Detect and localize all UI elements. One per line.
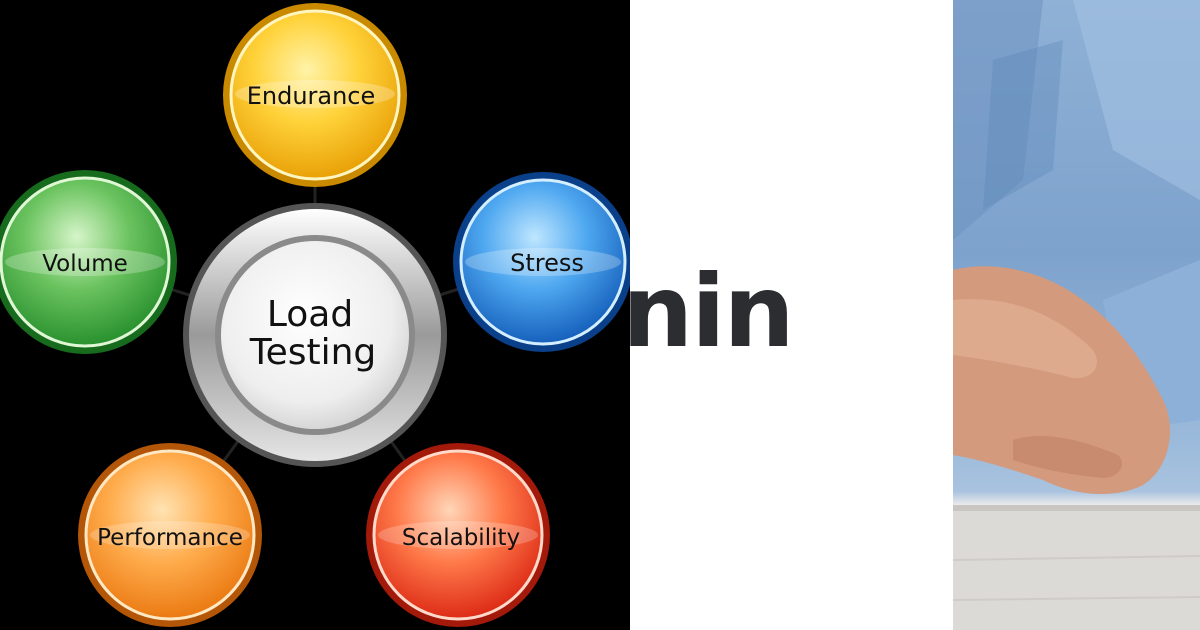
heading-panel: nin bbox=[630, 0, 953, 630]
load-testing-diagram: Endurance Stress Scalability Performance bbox=[0, 0, 630, 630]
diagram-canvas: Endurance Stress Scalability Performance bbox=[0, 3, 630, 627]
node-label-performance: Performance bbox=[97, 525, 243, 551]
center-label-line1: Load bbox=[267, 294, 353, 335]
hand-photo-illustration bbox=[953, 0, 1200, 630]
node-scalability: Scalability bbox=[366, 443, 550, 627]
node-endurance: Endurance bbox=[223, 3, 407, 187]
node-label-endurance: Endurance bbox=[247, 82, 376, 110]
center-label-line2: Testing bbox=[249, 332, 377, 373]
heading-fragment: nin bbox=[630, 253, 795, 370]
node-stress: Stress bbox=[453, 172, 630, 352]
hand-photo bbox=[953, 0, 1200, 630]
node-label-volume: Volume bbox=[42, 251, 128, 277]
node-center-load-testing: Load Testing bbox=[183, 203, 447, 467]
node-label-stress: Stress bbox=[510, 249, 584, 277]
node-label-scalability: Scalability bbox=[402, 525, 520, 551]
node-volume: Volume bbox=[0, 170, 177, 354]
node-performance: Performance bbox=[78, 443, 262, 627]
